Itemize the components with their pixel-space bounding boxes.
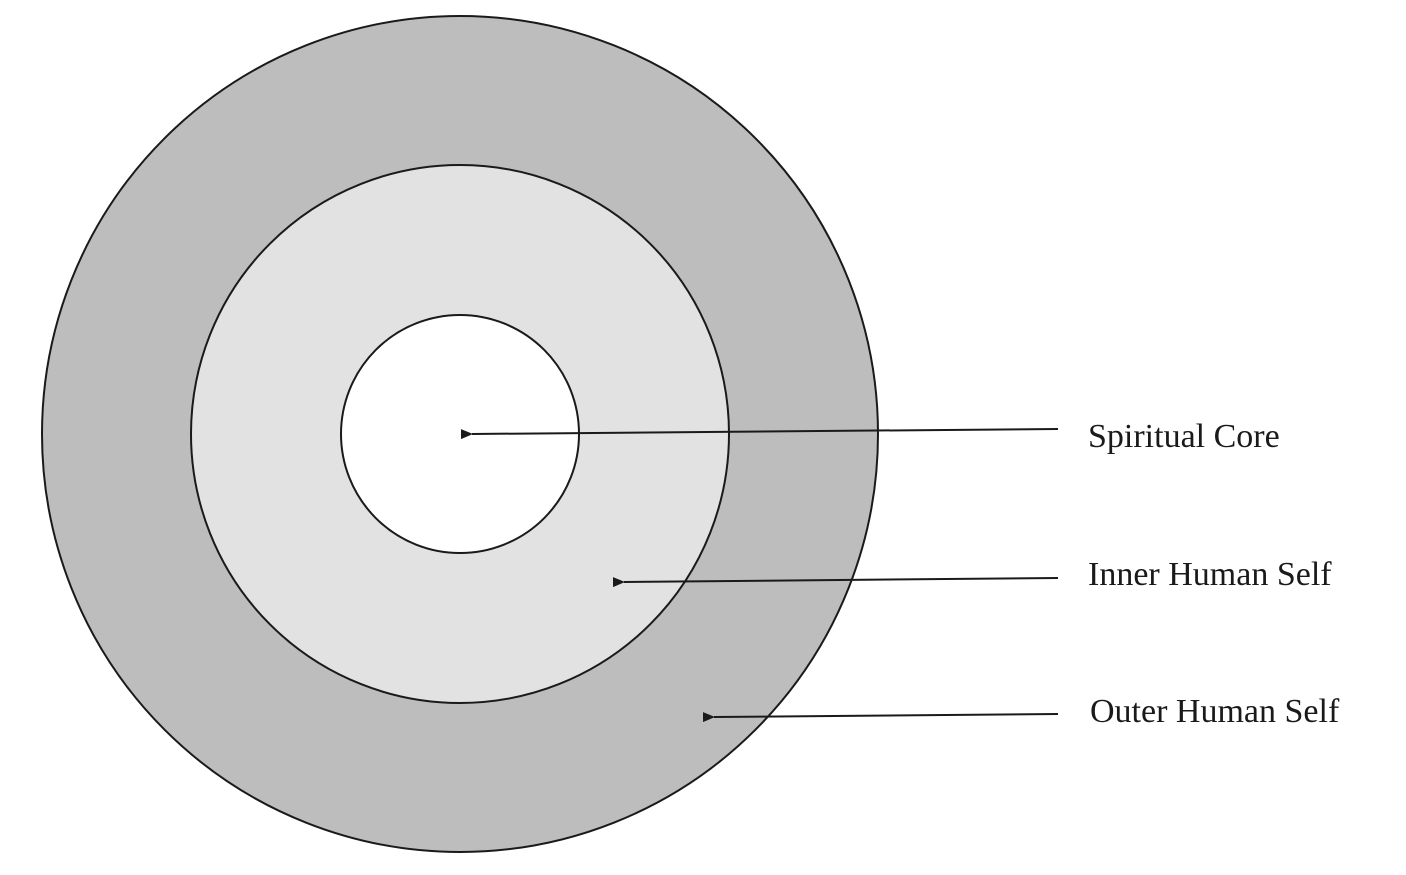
spiritual-core-label: Spiritual Core	[1088, 418, 1280, 455]
inner-human-self-arrow	[612, 577, 1059, 588]
inner-human-self-label: Inner Human Self	[1088, 556, 1332, 593]
outer-human-self-arrow	[702, 712, 1059, 723]
spiritual-core-arrow	[460, 428, 1059, 440]
outer-human-self-label: Outer Human Self	[1090, 693, 1340, 730]
